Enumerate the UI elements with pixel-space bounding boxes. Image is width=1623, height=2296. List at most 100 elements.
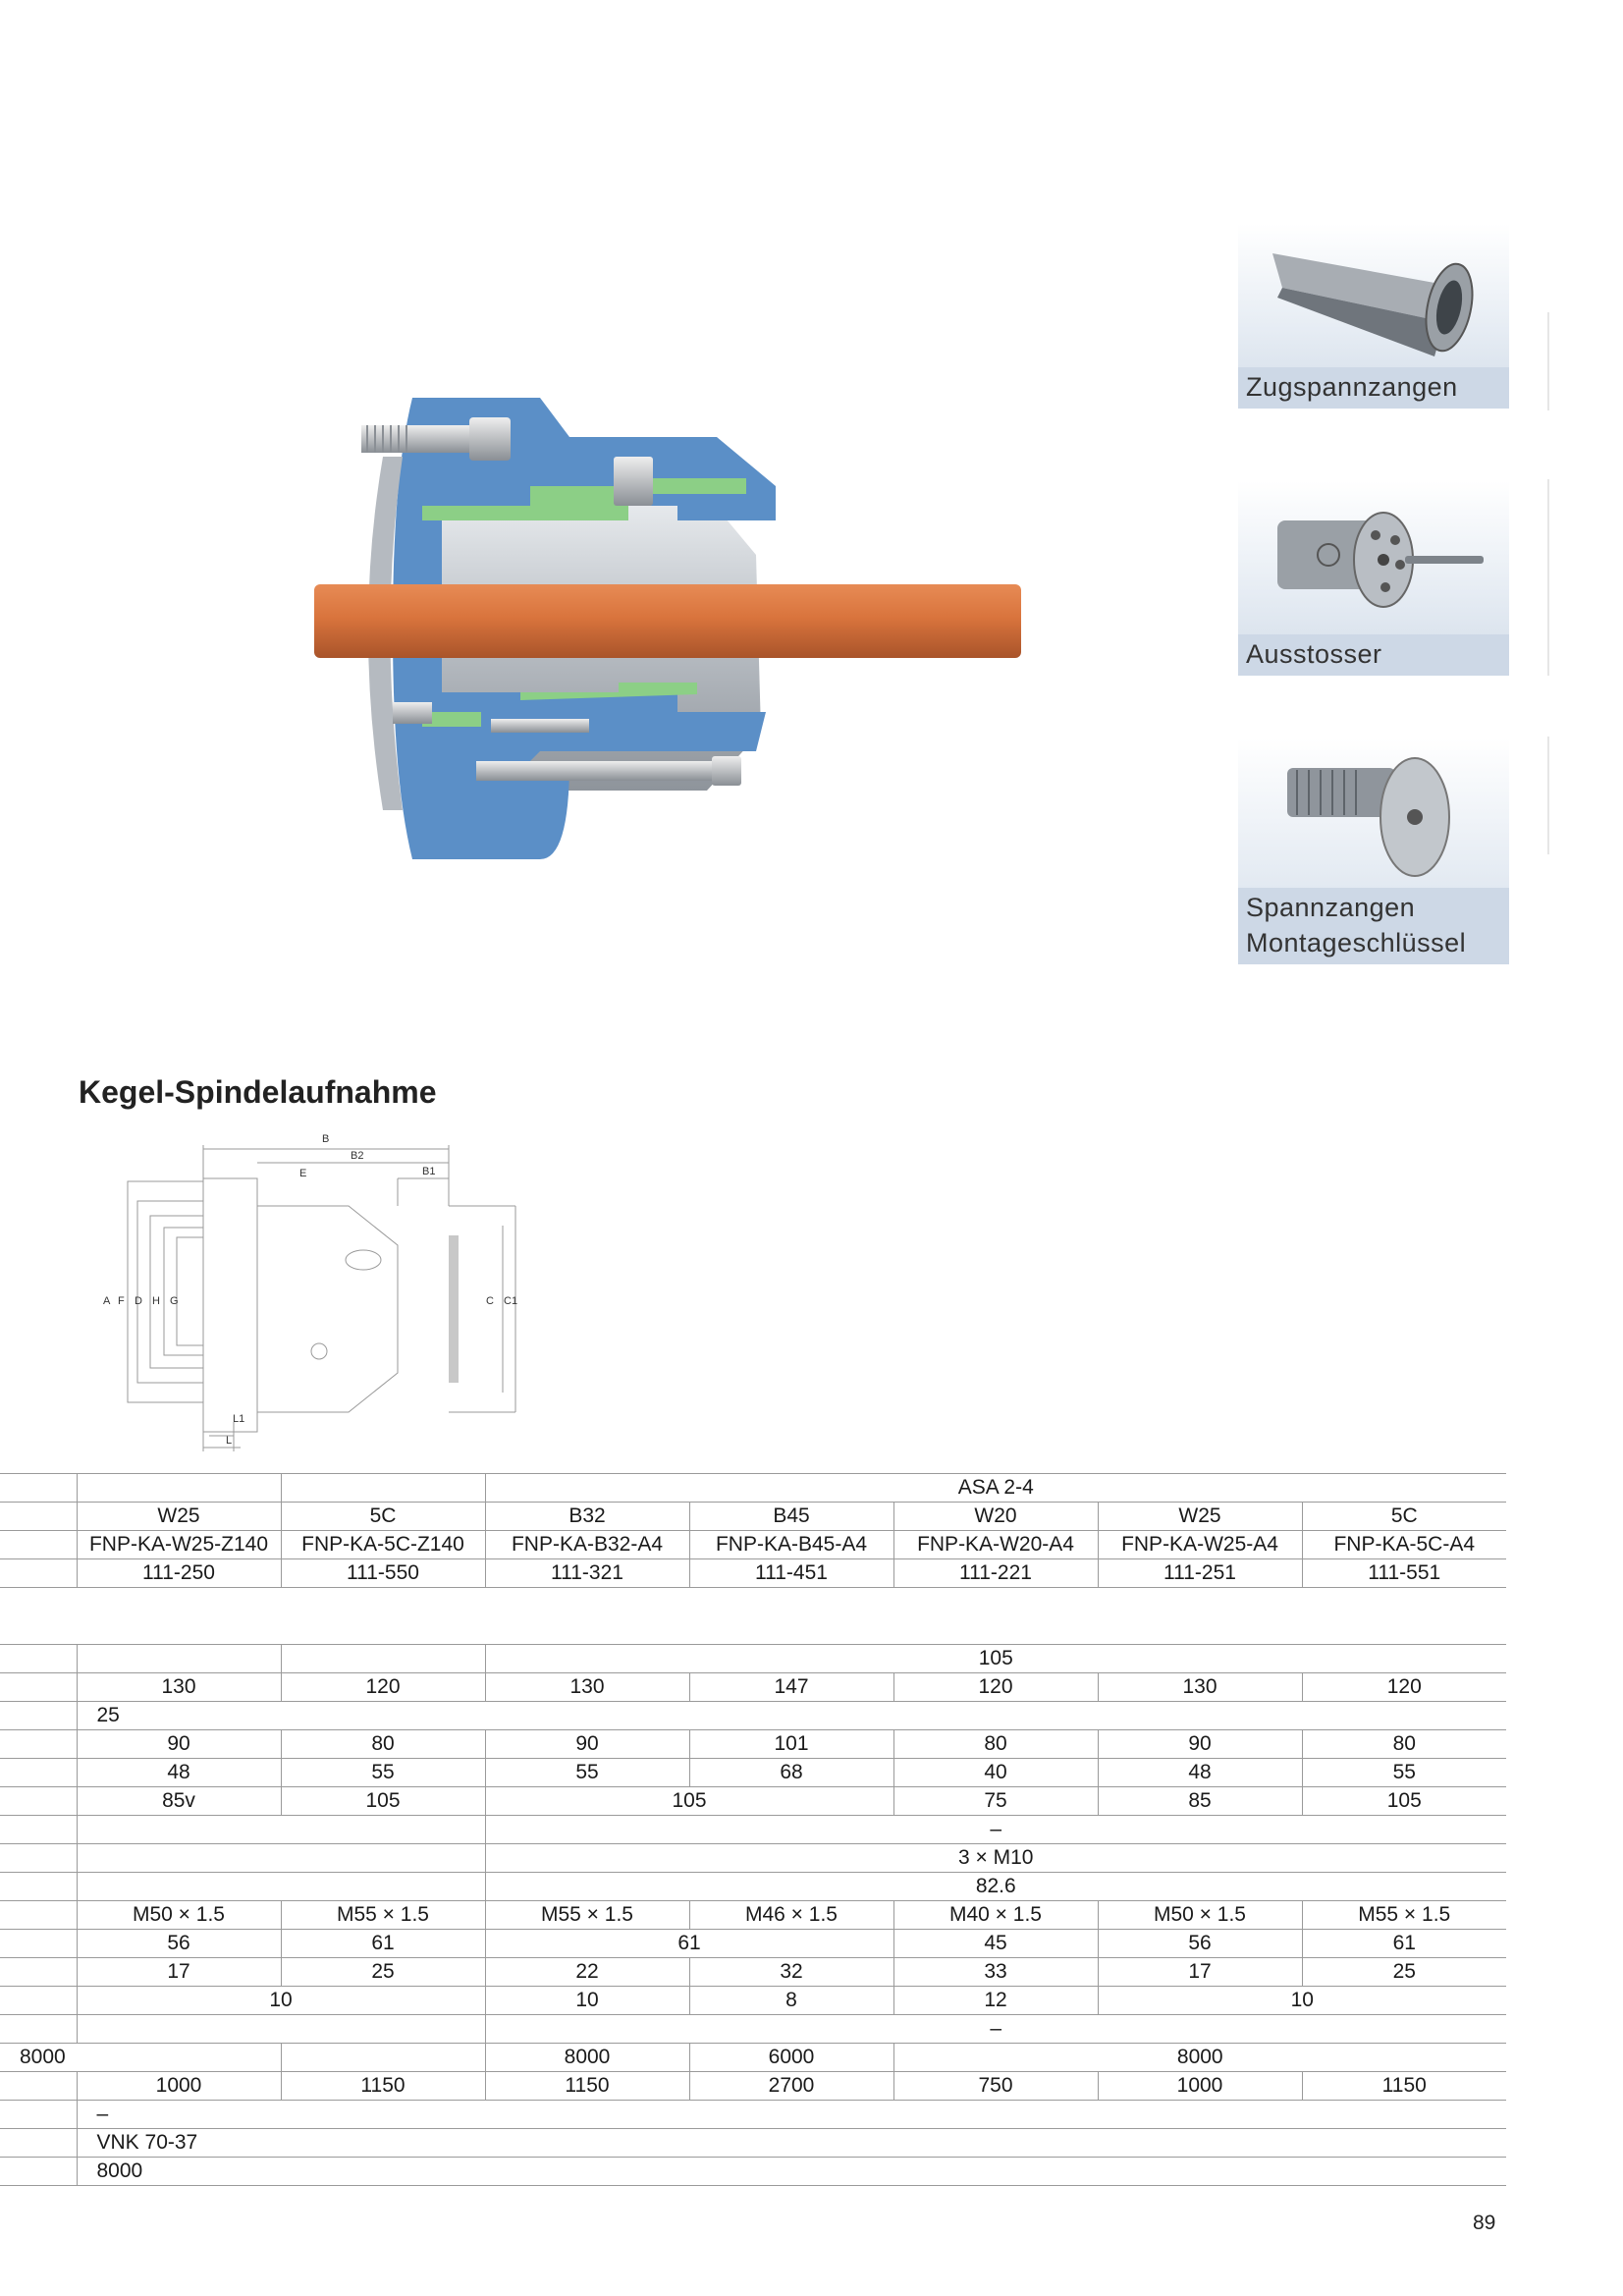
table-cell: 68 [688,1758,893,1787]
table-cell [280,1473,485,1503]
accessory-label: Ausstosser [1238,634,1509,676]
table-cell: 6000 [688,2043,893,2072]
table-cell: VNK 70-37 [76,2128,1506,2158]
table-cell [0,2100,77,2129]
table-cell [0,1872,77,1901]
table-cell: FNP-KA-B32-A4 [484,1530,689,1559]
dim-label-l: L [226,1435,232,1447]
table-cell: W25 [76,1502,281,1531]
page-number: 89 [1473,2212,1496,2234]
dim-label-b: B [322,1133,329,1145]
dim-label-b1: B1 [422,1166,435,1177]
table-cell: 80 [1301,1729,1506,1759]
table-cell: 25 [1301,1957,1506,1987]
table-row: 82.6 [0,1872,1506,1901]
table-cell [0,1843,77,1873]
table-cell: M55 × 1.5 [280,1900,485,1930]
table-cell: 1150 [280,2071,485,2101]
dim-label-f: F [118,1295,125,1307]
table-cell: 17 [1097,1957,1302,1987]
table-row: – [0,2100,1506,2129]
table-row: 105 [0,1644,1506,1673]
accessory-label: Zugspannzangen [1238,367,1509,409]
table-cell: 45 [893,1929,1098,1958]
table-cell: 120 [280,1672,485,1702]
table-cell: ASA 2-4 [484,1473,1506,1503]
dim-label-b2: B2 [351,1150,363,1162]
table-cell: 1150 [484,2071,689,2101]
table-cell: – [76,2100,1506,2129]
table-cell: 111-251 [1097,1558,1302,1588]
section-title: Kegel-Spindelaufnahme [79,1074,437,1110]
table-cell: – [484,1815,1506,1844]
table-cell [0,1502,77,1531]
table-row: – [0,1815,1506,1844]
table-cell [76,1815,485,1844]
table-cell: 2700 [688,2071,893,2101]
table-cell: 10 [1097,1986,1506,2015]
table-cell: 8000 [893,2043,1506,2072]
accessory-card-ejector: Ausstosser [1238,481,1509,676]
table-cell: 105 [484,1644,1506,1673]
table-cell: 22 [484,1957,689,1987]
dim-label-e: E [299,1168,306,1179]
dim-label-c: C [486,1295,494,1307]
table-cell [0,1786,77,1816]
table-cell [0,1701,77,1730]
table-cell [0,1758,77,1787]
table-cell: 12 [893,1986,1098,2015]
table-cell: 111-250 [76,1558,281,1588]
table-cell: 17 [76,1957,281,1987]
table-cell [0,1644,77,1673]
table-cell [76,1473,281,1503]
table-cell: 111-551 [1301,1558,1506,1588]
table-cell: 3 × M10 [484,1843,1506,1873]
table-cell: 10 [484,1986,689,2015]
table-cell: 90 [76,1729,281,1759]
table-row: 25 [0,1701,1506,1730]
table-cell: 147 [688,1672,893,1702]
table-cell [280,2043,485,2072]
table-cell: 90 [484,1729,689,1759]
table-cell: FNP-KA-W25-Z140 [76,1530,281,1559]
card-divider [1547,737,1549,854]
table-cell: FNP-KA-5C-Z140 [280,1530,485,1559]
dim-label-g: G [170,1295,179,1307]
table-cell: 80 [280,1729,485,1759]
table-cell: 85v [76,1786,281,1816]
table-cell: 75 [893,1786,1098,1816]
table-cell: 8 [688,1986,893,2015]
table-cell: B45 [688,1502,893,1531]
table-cell: 25 [76,1701,1506,1730]
table-cell: FNP-KA-W20-A4 [893,1530,1098,1559]
table-cell: 5C [280,1502,485,1531]
table-row: 8000 [0,2157,1506,2186]
table-cell: 130 [484,1672,689,1702]
table-row: 3 × M10 [0,1843,1506,1873]
table-cell: 111-550 [280,1558,485,1588]
table-cell [0,1530,77,1559]
table-cell: M55 × 1.5 [1301,1900,1506,1930]
table-cell: 105 [280,1786,485,1816]
wrench-key-icon [1287,757,1450,877]
table-cell: 120 [1301,1672,1506,1702]
table-cell: 111-321 [484,1558,689,1588]
table-cell: 8000 [76,2157,1506,2186]
table-cell [0,1729,77,1759]
table-cell: 56 [76,1929,281,1958]
table-cell: FNP-KA-W25-A4 [1097,1530,1302,1559]
card-divider [1547,479,1549,676]
table-cell: 32 [688,1957,893,1987]
table-row: VNK 70-37 [0,2128,1506,2158]
table-cell [280,1644,485,1673]
table-cell: 130 [76,1672,281,1702]
table-cell: 1000 [1097,2071,1302,2101]
